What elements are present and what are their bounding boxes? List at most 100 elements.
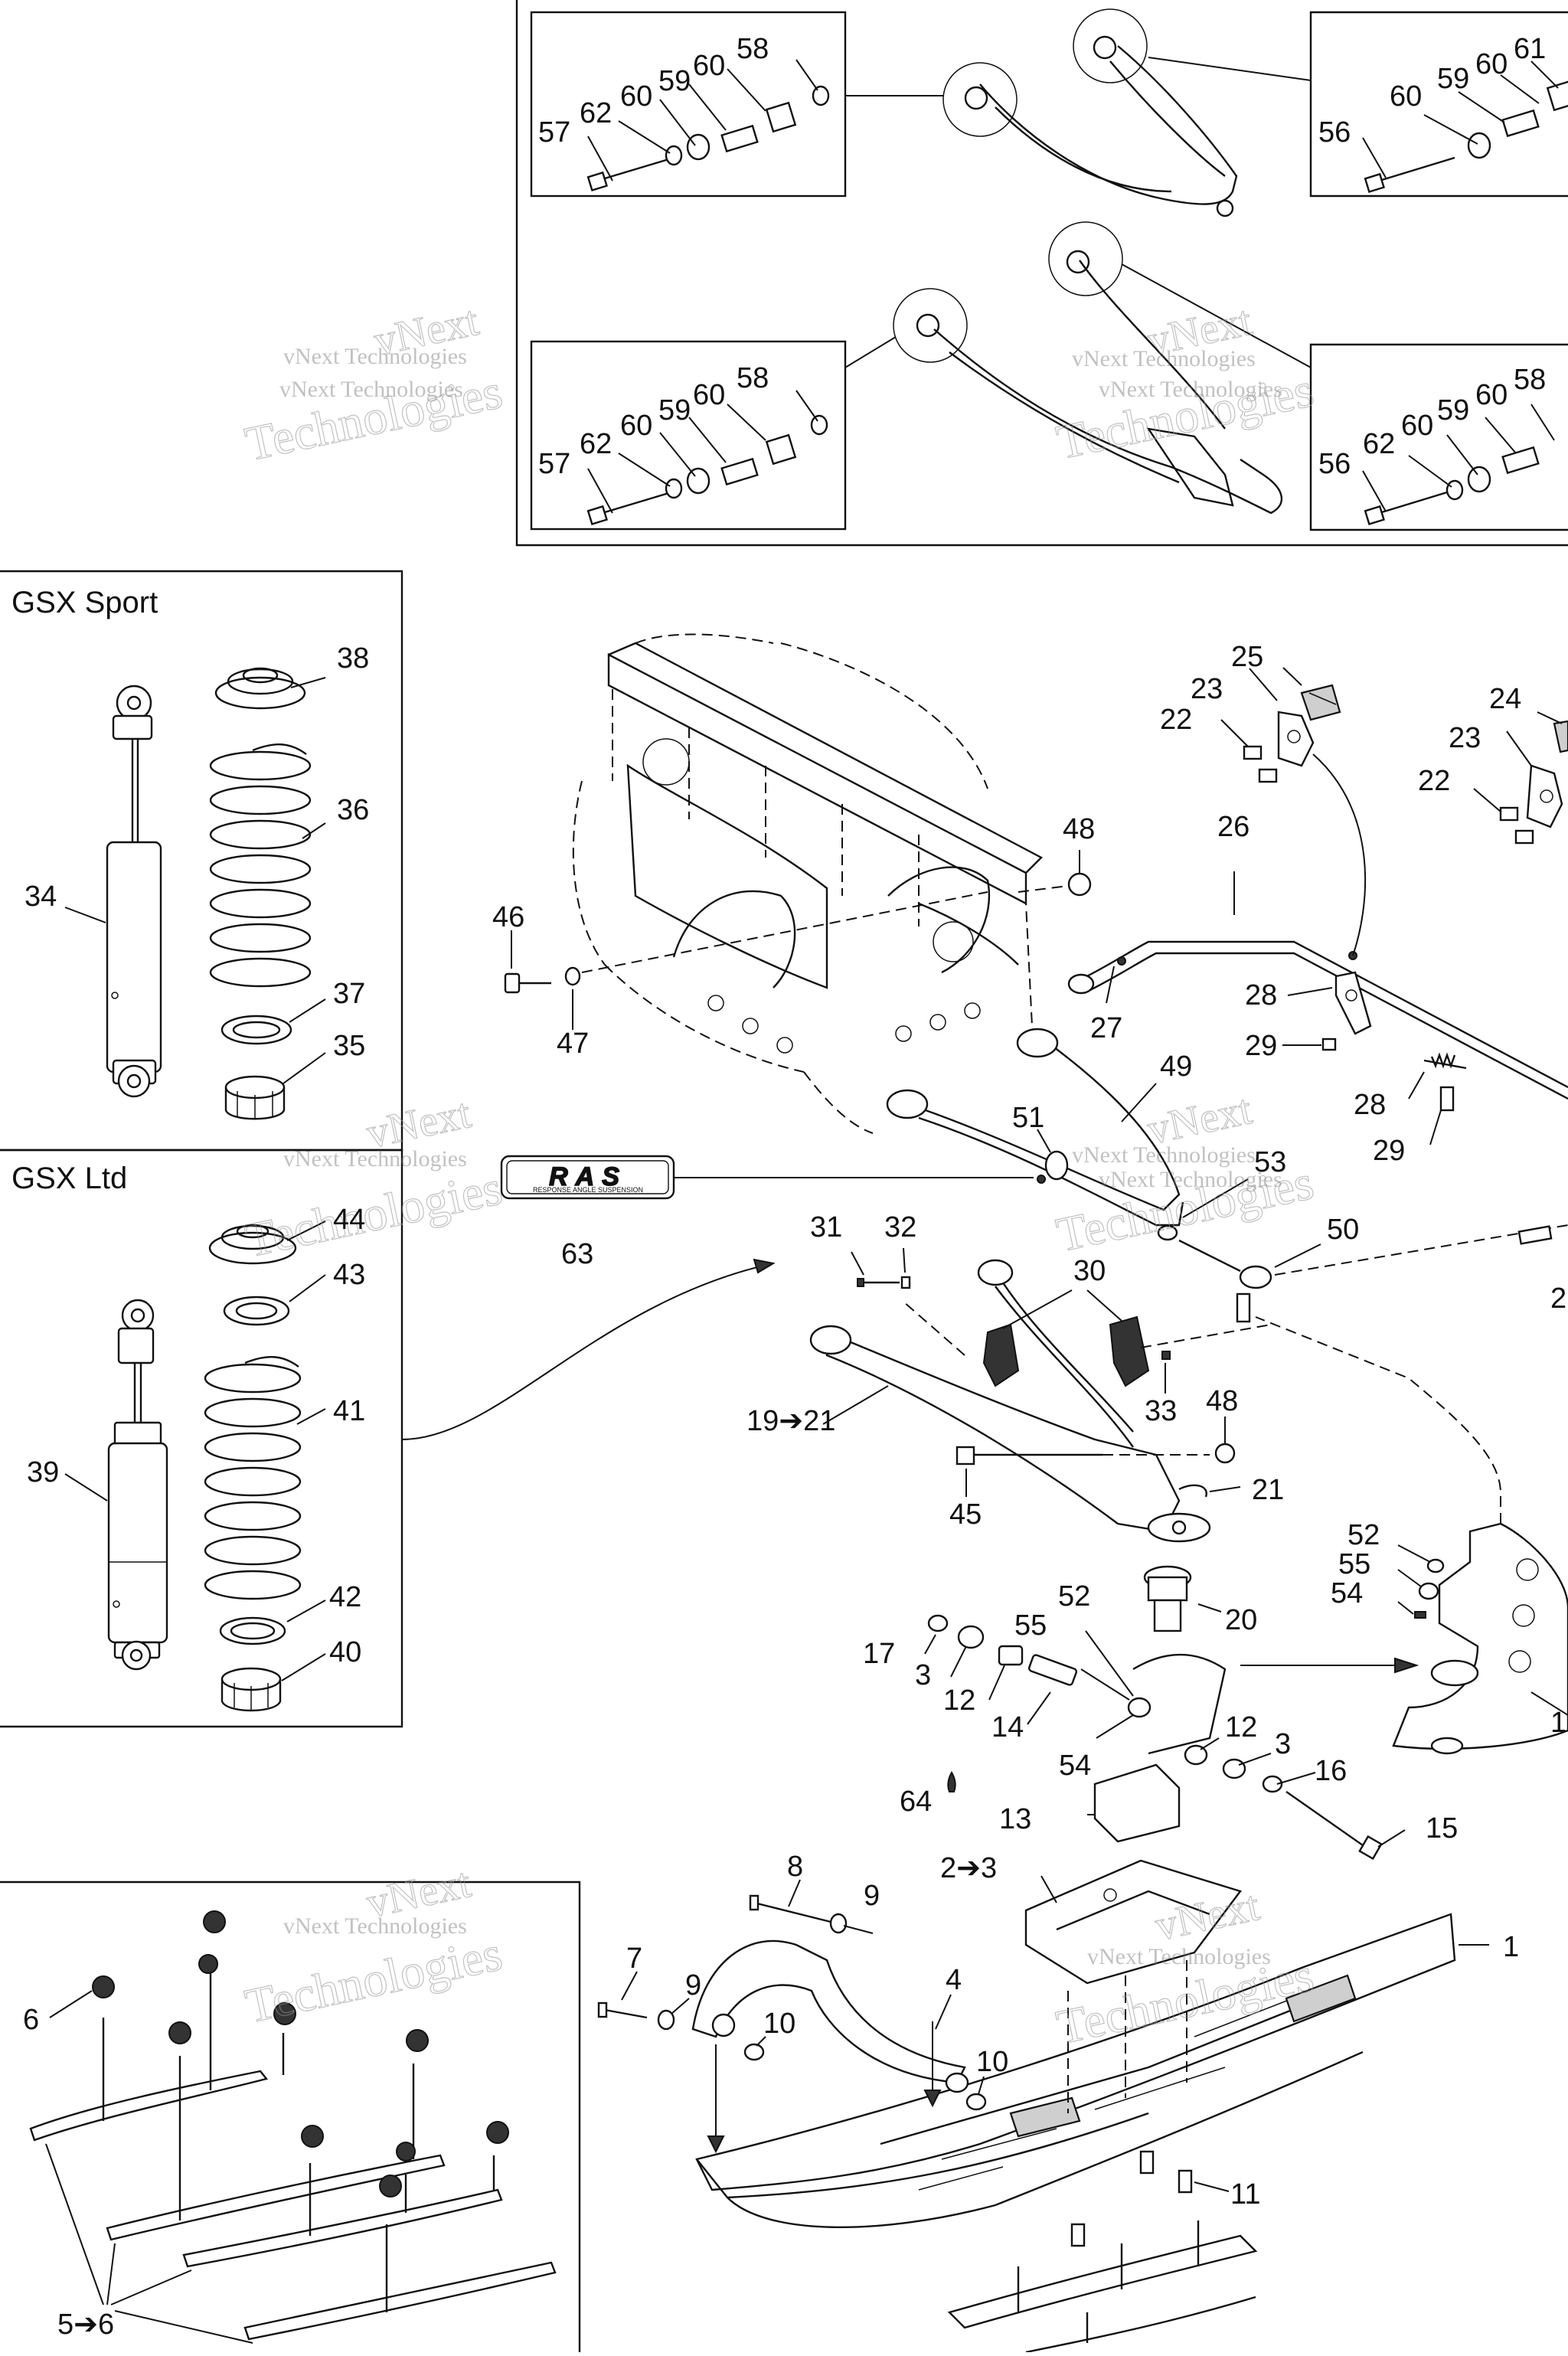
- callout-label: 8: [787, 1851, 803, 1883]
- gsx-ltd-leaders: [64, 1220, 326, 1681]
- ski-runner: [947, 2220, 1258, 2354]
- callout-label: 57: [538, 448, 570, 480]
- callout-label: 7: [626, 1943, 642, 1975]
- upper-a-arm-49: [886, 1028, 1249, 1227]
- callout-label: 50: [1327, 1214, 1359, 1246]
- detail-box-lower-left: [530, 340, 847, 531]
- callout-label: 22: [1160, 704, 1192, 736]
- callout-label: 56: [1318, 116, 1351, 149]
- callout-label: 60: [693, 379, 725, 411]
- callout-label: 62: [580, 97, 612, 129]
- svg-text:vNext Technologies: vNext Technologies: [283, 344, 467, 369]
- washer-42: [219, 1616, 286, 1645]
- gsx-sport-title: GSX Sport: [11, 586, 158, 619]
- callout-label: 23: [1191, 673, 1223, 705]
- spring-cup-38: [214, 667, 306, 710]
- watermark-5: vNext Technologies Technologies vNext: [240, 1858, 508, 2034]
- screw-28-29: [1408, 1052, 1467, 1145]
- callout-label: 48: [1063, 813, 1095, 845]
- callout-label: 48: [1206, 1385, 1238, 1417]
- callout-label: 29: [1373, 1135, 1405, 1167]
- callout-label: 13: [999, 1803, 1031, 1835]
- callout-label: 31: [810, 1211, 842, 1243]
- adjuster-ring-35: [224, 1075, 286, 1120]
- watermark-1: vNext Technologies vNext Technologies Te…: [240, 296, 508, 472]
- callout-label: 41: [333, 1395, 365, 1427]
- callout-label: 2: [1550, 1283, 1566, 1315]
- callout-label: 60: [1390, 80, 1422, 113]
- callout-label: 52: [1348, 1519, 1380, 1551]
- callout-label: 62: [1363, 428, 1395, 460]
- svg-text:Technologies: Technologies: [240, 1160, 507, 1267]
- runner-leaders-5-6: [45, 2143, 253, 2344]
- sway-bar-26: [1067, 871, 1568, 1100]
- sway-bar-clamp-right: [1473, 711, 1568, 845]
- washer-53: [1157, 1224, 1178, 1241]
- bolt-assembly-lower-left: [586, 414, 828, 525]
- callout-label: 57: [538, 116, 570, 149]
- callout-label: 54: [1331, 1577, 1363, 1609]
- callout-label: 19➔21: [746, 1405, 835, 1437]
- bump-stop-30: [903, 1289, 1272, 1394]
- callout-label: 17: [863, 1638, 895, 1670]
- callout-label: 63: [561, 1238, 593, 1270]
- callout-label: 60: [620, 80, 652, 113]
- callout-label: 55: [1014, 1609, 1047, 1642]
- ras-logo-subtext: RESPONSE ANGLE SUSPENSION: [533, 1186, 643, 1194]
- callout-label: 64: [900, 1786, 932, 1818]
- callout-label: 40: [329, 1636, 361, 1668]
- callout-label: 14: [991, 1711, 1024, 1743]
- callout-label: 1: [1503, 1931, 1519, 1963]
- svg-text:Technologies: Technologies: [240, 1926, 507, 2033]
- ltd-to-arm-arrow: [401, 1263, 774, 1440]
- callout-label: 15: [1426, 1812, 1458, 1845]
- svg-text:vNext Technologies: vNext Technologies: [283, 1146, 467, 1171]
- callout-label: 24: [1489, 683, 1521, 715]
- washer-37: [220, 1015, 292, 1045]
- callout-label: 29: [1245, 1030, 1277, 1062]
- callout-label: 37: [333, 978, 365, 1010]
- callout-label: 16: [1315, 1755, 1347, 1787]
- callout-label: 56: [1318, 448, 1351, 480]
- top-detail-frame: [515, 0, 1568, 547]
- bracket-28: [1282, 971, 1372, 1051]
- callout-label: 60: [1475, 379, 1508, 411]
- callout-label: 28: [1354, 1089, 1386, 1121]
- ball-joint-20: [1143, 1565, 1222, 1632]
- callout-label: 47: [557, 1028, 589, 1060]
- callout-label: 59: [658, 65, 691, 97]
- ras-logo-text: RAS: [549, 1162, 627, 1191]
- lower-a-arm-detail: [844, 221, 1312, 515]
- detail-leaders: [587, 59, 1559, 514]
- detail-box-upper-left: [530, 11, 847, 198]
- gsx-ltd-title: GSX Ltd: [11, 1162, 127, 1195]
- callout-label: 61: [1514, 33, 1546, 65]
- callout-label: 45: [949, 1498, 982, 1531]
- callout-label: 10: [976, 2046, 1008, 2078]
- ski-bolts-11: [1070, 2150, 1230, 2247]
- callout-label: 52: [1058, 1580, 1090, 1613]
- callout-label: 60: [693, 50, 725, 82]
- callout-label: 10: [763, 2008, 795, 2040]
- callout-label: 58: [737, 362, 769, 394]
- callout-label: 35: [333, 1030, 365, 1062]
- callout-label: 23: [1449, 722, 1481, 754]
- gsx-ltd-box: [0, 1149, 403, 1728]
- callout-label: 62: [580, 428, 612, 460]
- bolt-assembly-upper-right: [1364, 80, 1568, 193]
- callout-label: 51: [1012, 1102, 1044, 1134]
- svg-text:vNext Technologies: vNext Technologies: [1072, 1142, 1256, 1168]
- callout-label: 3: [1275, 1728, 1291, 1760]
- callout-label: 55: [1338, 1548, 1370, 1580]
- callout-label: 1: [1550, 1707, 1566, 1739]
- arrowhead-ltd: [753, 1258, 776, 1274]
- runners-box: [0, 1881, 581, 2352]
- ski-handle-4: [597, 1879, 987, 2154]
- callout-label: 44: [333, 1204, 365, 1236]
- callout-label: 58: [1514, 364, 1546, 396]
- chassis-frame: [572, 633, 1043, 1134]
- callout-label: 25: [1231, 641, 1263, 673]
- callout-label: 58: [737, 33, 769, 65]
- lower-a-arm-21: [809, 1259, 1241, 1543]
